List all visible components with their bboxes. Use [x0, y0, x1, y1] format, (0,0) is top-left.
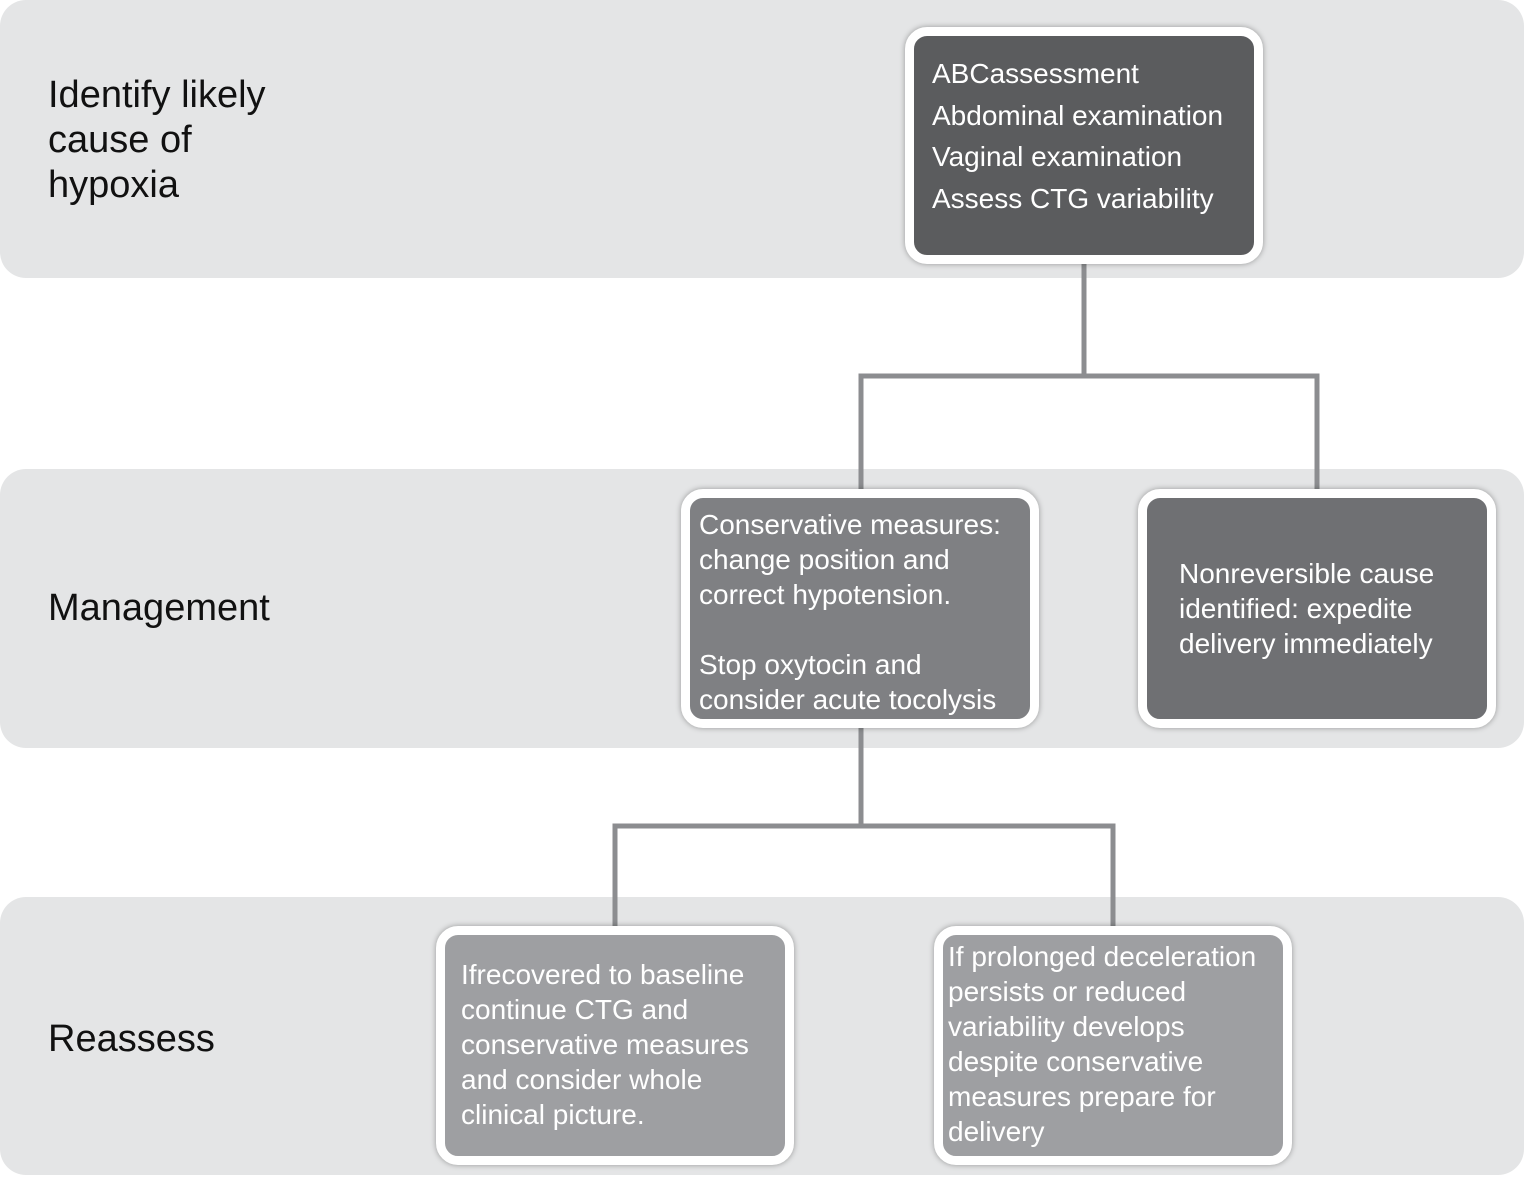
conservative-measures-box: Conservative measures: change position a… — [681, 489, 1039, 728]
assessment-line: Assess CTG variability — [932, 182, 1214, 214]
prolonged-line: variability develops — [948, 1011, 1185, 1042]
nonreversible-text: Nonreversible cause identified: expedite… — [1179, 556, 1434, 661]
conservative-line: Conservative measures: — [699, 509, 1001, 540]
recovered-line: conservative measures — [461, 1029, 749, 1060]
stage-label-management: Management — [48, 587, 270, 629]
nonreversible-line: identified: expedite — [1179, 593, 1413, 624]
assessment-box: ABCassessment Abdominal examination Vagi… — [905, 27, 1263, 264]
stage-label-identify: Identify likely cause of hypoxia — [48, 73, 266, 208]
prolonged-deceleration-box: If prolonged deceleration persists or re… — [934, 926, 1292, 1165]
recovered-baseline-box: Ifrecovered to baseline continue CTG and… — [436, 926, 794, 1165]
nonreversible-cause-box: Nonreversible cause identified: expedite… — [1138, 489, 1496, 728]
stage-band-identify — [0, 0, 1524, 278]
prolonged-line: persists or reduced — [948, 976, 1187, 1007]
assessment-line: Vaginal examination — [932, 141, 1183, 172]
stage-label-line: Identify likely — [48, 74, 266, 116]
recovered-line: and consider whole — [461, 1064, 703, 1095]
stage-label-reassess: Reassess — [48, 1018, 215, 1060]
assessment-line: ABCassessment — [932, 58, 1139, 89]
prolonged-line: despite conservative — [948, 1046, 1204, 1077]
conservative-line: change position and — [699, 544, 950, 575]
prolonged-line: If prolonged deceleration — [948, 941, 1257, 972]
nonreversible-line: Nonreversible cause — [1179, 558, 1435, 589]
conservative-line: consider acute tocolysis — [699, 684, 997, 715]
stage-label-line: hypoxia — [48, 164, 179, 206]
recovered-line: continue CTG and — [461, 994, 689, 1025]
prolonged-line: delivery — [948, 1116, 1045, 1147]
stage-label-line: cause of — [48, 119, 192, 161]
nonreversible-line: delivery immediately — [1179, 628, 1433, 659]
conservative-line: correct hypotension. — [699, 579, 952, 610]
paragraph-gap — [699, 612, 1021, 647]
prolonged-line: measures prepare for — [948, 1081, 1216, 1112]
assessment-line: Abdominal examination — [932, 99, 1224, 131]
recovered-line: clinical picture. — [461, 1099, 645, 1130]
conservative-line: Stop oxytocin and — [699, 649, 922, 680]
recovered-line: Ifrecovered to baseline — [461, 959, 745, 990]
